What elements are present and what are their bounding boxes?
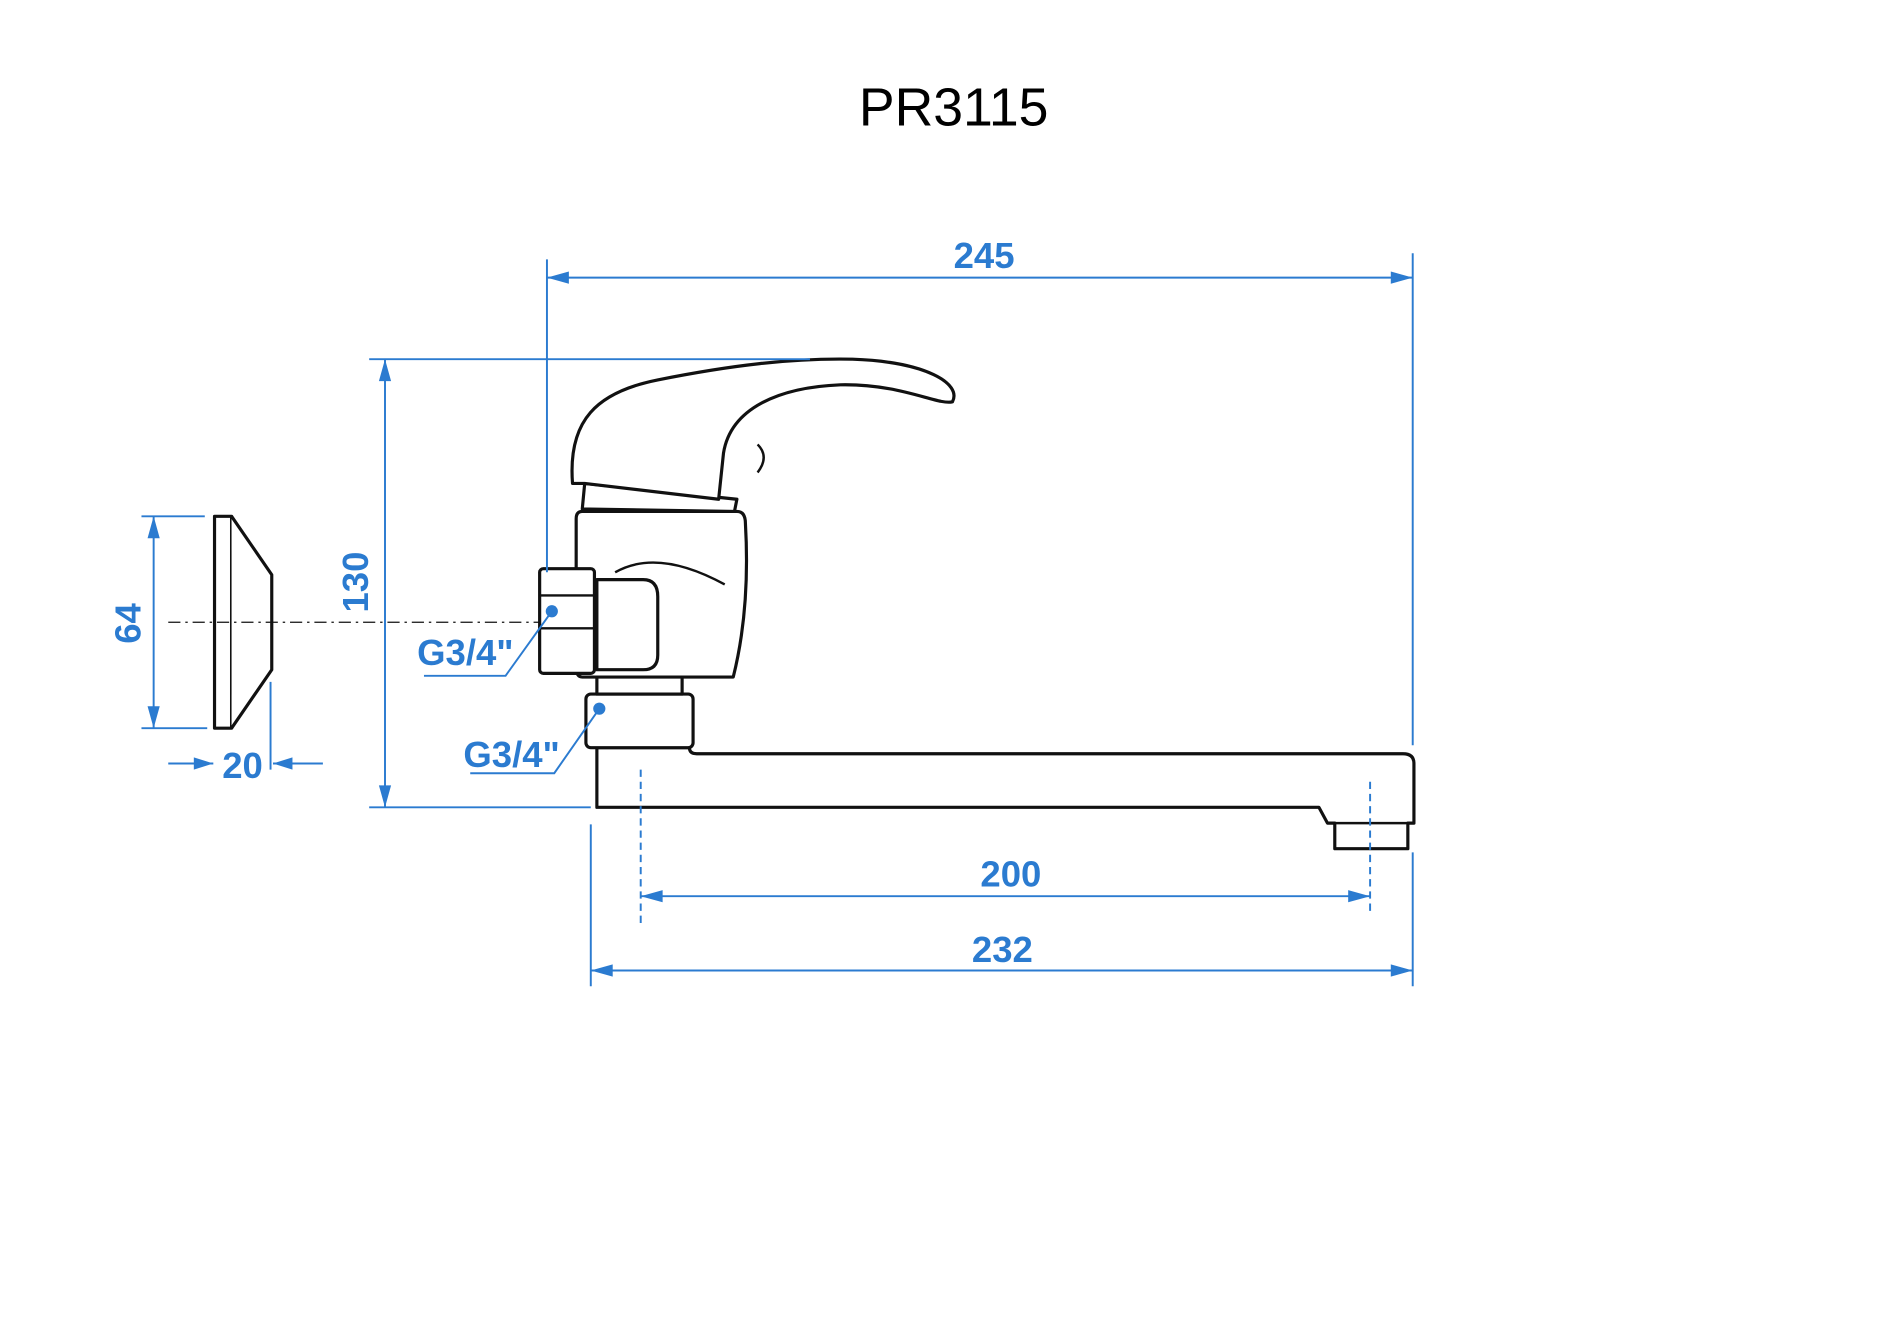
thread-callout-inlet: G3/4" [417, 605, 558, 677]
dim-label-130: 130 [335, 552, 376, 613]
dimension-130: 130 [335, 358, 810, 809]
dim-label-64: 64 [107, 602, 148, 643]
dim-label-20: 20 [222, 745, 263, 786]
dimension-232: 232 [589, 824, 1414, 987]
dimension-245: 245 [545, 235, 1414, 746]
thread-label: G3/4" [463, 734, 559, 775]
faucet-outline [538, 357, 1416, 851]
thread-callout-spout: G3/4" [463, 702, 606, 775]
dimension-20: 20 [168, 681, 323, 786]
dimension-200: 200 [639, 769, 1372, 923]
dim-label-245: 245 [954, 235, 1015, 276]
dimension-64: 64 [107, 515, 208, 730]
model-title: PR3115 [859, 78, 1049, 137]
dim-label-200: 200 [980, 853, 1041, 894]
thread-label: G3/4" [417, 632, 513, 673]
dim-label-232: 232 [972, 929, 1033, 970]
